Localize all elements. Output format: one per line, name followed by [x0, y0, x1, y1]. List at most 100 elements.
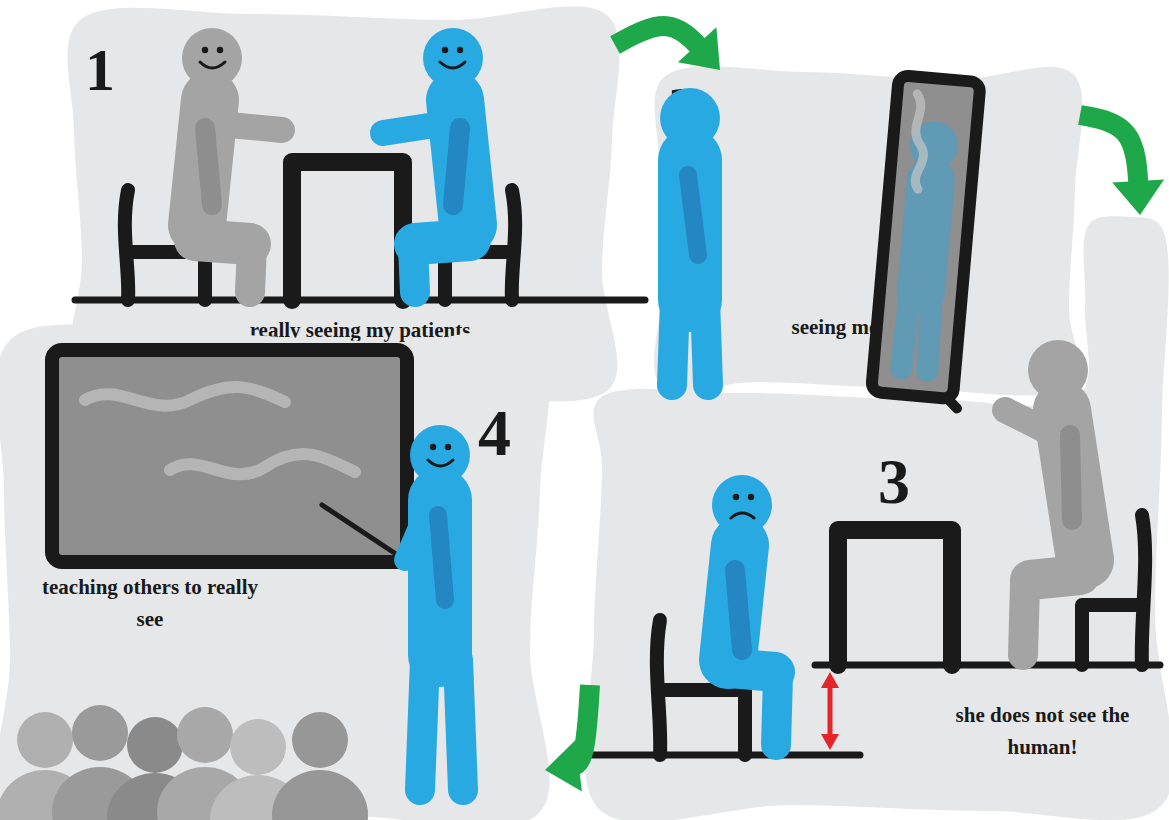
seated-person: [1028, 340, 1088, 400]
seated-person: [202, 47, 208, 53]
seated-person: [1030, 575, 1080, 580]
standing-person: [660, 88, 720, 385]
seated-person: [205, 128, 212, 205]
pointer-stick: [322, 505, 405, 560]
seated-person: [1062, 410, 1085, 560]
audience: [210, 775, 306, 820]
floor-line: [75, 300, 645, 301]
seated-person: [182, 28, 282, 292]
panel-shape: [584, 216, 1169, 820]
teaching-person: [438, 515, 445, 600]
seated-person: [748, 494, 754, 500]
panel-shape: [0, 325, 550, 820]
seated-person: [730, 668, 775, 672]
table: [838, 530, 952, 665]
standing-person: [705, 300, 708, 385]
seated-person: [455, 100, 468, 225]
floor-line: [590, 752, 860, 759]
seated-person: [712, 475, 772, 535]
seated-person: [440, 62, 465, 68]
mirror: [890, 119, 960, 371]
seated-person: [230, 125, 282, 130]
teaching-person: [408, 500, 472, 655]
mirror: [921, 180, 931, 290]
chair: [125, 190, 205, 300]
blackboard: [52, 350, 407, 562]
seated-person: [776, 676, 778, 745]
blackboard: [85, 387, 285, 406]
panel-number: 4: [478, 400, 538, 466]
seated-person: [217, 47, 223, 53]
audience: [0, 705, 368, 820]
audience: [52, 767, 148, 820]
chair: [445, 190, 515, 300]
teaching-person: [405, 425, 470, 790]
seated-person: [182, 28, 242, 88]
seated-person: [383, 28, 483, 292]
audience: [127, 717, 183, 773]
table: [838, 530, 952, 665]
comic-panel: 2seeing me: [655, 70, 1080, 390]
comic-panel: 3 she does not see the human!: [590, 215, 1165, 815]
mirror: [901, 289, 910, 369]
mirror: [909, 94, 929, 190]
mirror: [940, 392, 958, 408]
mirror: [870, 75, 985, 408]
panel-caption: she does not see the human!: [945, 700, 1140, 763]
audience: [177, 707, 233, 763]
teaching-person: [428, 460, 453, 466]
seated-person: [728, 545, 740, 660]
audience: [0, 770, 93, 820]
audience: [17, 712, 73, 768]
teaching-person: [420, 660, 425, 790]
pointer-stick: [322, 505, 405, 560]
mirror: [908, 119, 960, 171]
floor-line: [815, 662, 1160, 669]
seated-person: [195, 240, 250, 244]
chair: [657, 620, 745, 755]
standing-person: [658, 160, 722, 300]
height-arrow: [821, 672, 839, 750]
teaching-person: [405, 525, 420, 560]
seated-person: [712, 475, 778, 745]
panel-number: 1: [85, 40, 165, 100]
table: [292, 162, 403, 300]
seated-person: [200, 62, 225, 68]
teaching-person: [430, 444, 436, 450]
audience: [292, 712, 348, 768]
panel-outline: [655, 70, 1080, 390]
seated-person: [413, 246, 415, 292]
audience: [230, 719, 286, 775]
seated-person: [453, 128, 460, 205]
chair: [1082, 515, 1145, 665]
mirror: [925, 291, 934, 371]
table: [292, 162, 403, 300]
seated-person: [250, 246, 252, 292]
flow-arrow: [1080, 115, 1164, 215]
arrow-shaft: [569, 685, 590, 767]
chair: [657, 620, 745, 755]
height-arrow: [821, 734, 839, 750]
floor-line: [815, 665, 1160, 666]
seated-person: [442, 47, 448, 53]
teaching-person: [445, 444, 451, 450]
panel-number: 3: [878, 450, 958, 514]
seated-person: [423, 28, 483, 88]
chair: [445, 190, 515, 300]
blackboard: [52, 350, 407, 562]
flow-arrow: [545, 685, 590, 792]
standing-person: [688, 175, 698, 255]
arrow-head: [678, 27, 720, 70]
arrow-head: [1112, 180, 1164, 215]
height-arrow: [821, 672, 839, 688]
panel-caption: teaching others to really see: [30, 572, 270, 635]
audience: [72, 705, 128, 761]
standing-person: [672, 300, 675, 385]
seated-person: [731, 513, 754, 518]
chair: [125, 190, 205, 300]
height-arrow: [828, 682, 833, 740]
seated-person: [197, 100, 210, 225]
seated-person: [457, 47, 463, 53]
